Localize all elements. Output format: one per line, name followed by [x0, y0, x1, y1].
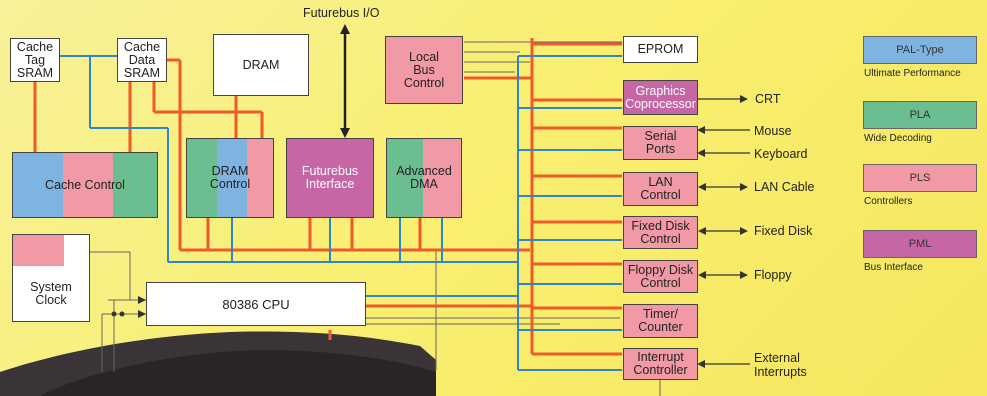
cache-tag-sram: Cache Tag SRAM	[10, 38, 60, 82]
futurebus-interface: Futurebus Interface	[286, 138, 374, 218]
eprom: EPROM	[623, 36, 698, 63]
legend-pls-caption: Controllers	[864, 196, 912, 207]
floppy-disk-control: Floppy Disk Control	[623, 260, 698, 293]
crt-label: CRT	[755, 92, 780, 106]
serial-ports: Serial Ports	[623, 126, 698, 160]
futurebus-io-label: Futurebus I/O	[303, 6, 379, 20]
cache-control: Cache Control	[12, 152, 158, 218]
system-clock-pls	[12, 234, 64, 266]
legend-pal-type-caption: Ultimate Performance	[864, 68, 961, 79]
lan-cable-label: LAN Cable	[754, 180, 814, 194]
local-bus-control: Local Bus Control	[385, 36, 463, 104]
advanced-dma-label: Advanced DMA	[396, 165, 452, 191]
fixed-disk-control: Fixed Disk Control	[623, 216, 698, 249]
legend-pml: PML	[863, 230, 977, 258]
cache-control-label: Cache Control	[45, 179, 125, 192]
graphics-coprocessor: Graphics Coprocessor	[623, 80, 698, 115]
external-interrupts-label: External Interrupts	[754, 351, 807, 379]
dram-control: DRAM Control	[186, 138, 274, 218]
legend-pml-caption: Bus Interface	[864, 262, 923, 273]
lan-control: LAN Control	[623, 172, 698, 206]
floppy-label: Floppy	[754, 268, 792, 282]
advanced-dma: Advanced DMA	[386, 138, 462, 218]
cpu-80386: 80386 CPU	[146, 282, 366, 326]
legend-pla-caption: Wide Decoding	[864, 133, 932, 144]
dram: DRAM	[213, 34, 309, 96]
dram-control-label: DRAM Control	[210, 165, 250, 191]
legend-pla: PLA	[863, 101, 977, 129]
mouse-label: Mouse	[754, 124, 792, 138]
cache-data-sram: Cache Data SRAM	[117, 38, 167, 82]
timer-counter: Timer/ Counter	[623, 304, 698, 338]
legend-pal-type: PAL-Type	[863, 36, 977, 64]
interrupt-controller: Interrupt Controller	[623, 348, 698, 380]
fixed-disk-label: Fixed Disk	[754, 224, 812, 238]
keyboard-label: Keyboard	[754, 147, 808, 161]
legend-pls: PLS	[863, 164, 977, 192]
